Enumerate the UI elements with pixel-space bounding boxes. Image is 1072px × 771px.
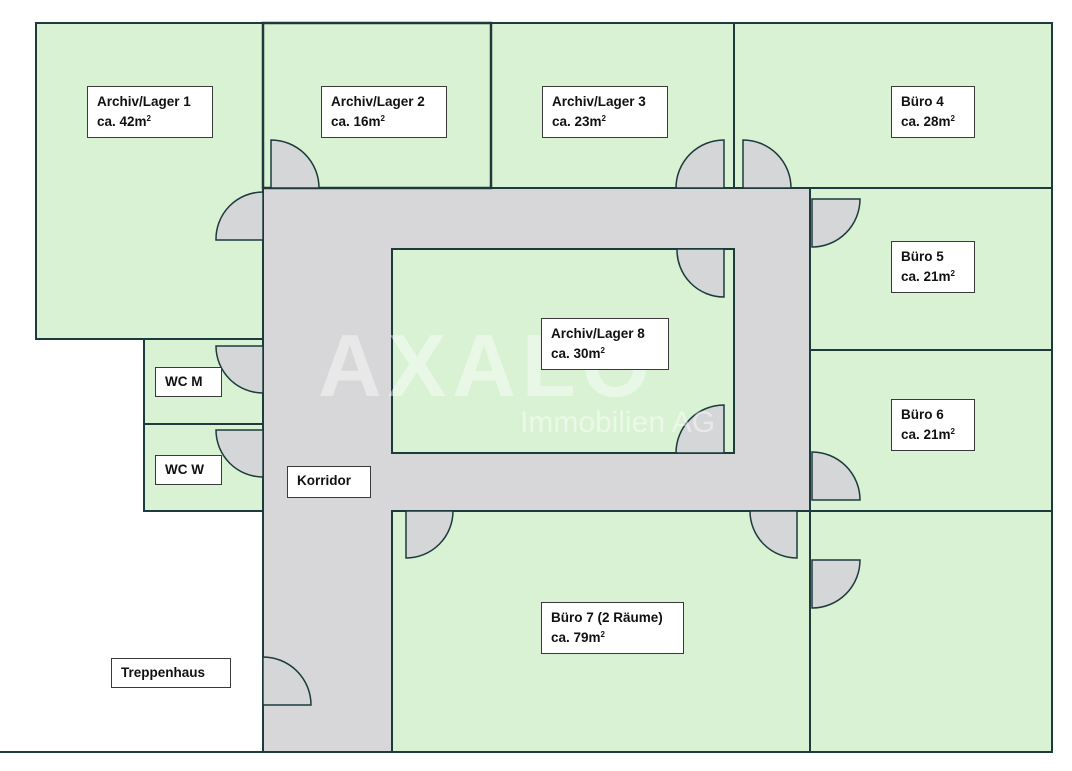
door-archiv-lager-1: [215, 191, 264, 241]
room-area: ca. 79m2: [551, 630, 605, 645]
room-name: WC W: [165, 462, 204, 477]
room-name: Archiv/Lager 8: [551, 326, 645, 341]
door-buero-4: [742, 139, 792, 189]
door-buero-7-left: [405, 510, 454, 559]
label-korridor: Korridor: [287, 466, 371, 498]
room-name: Archiv/Lager 1: [97, 94, 191, 109]
door-archiv-lager-8-bottom: [675, 404, 725, 454]
room-name: Büro 4: [901, 94, 944, 109]
room-name: Korridor: [297, 473, 351, 488]
room-name: Büro 5: [901, 249, 944, 264]
door-archiv-lager-3: [675, 139, 725, 189]
label-buero-4: Büro 4 ca. 28m2: [891, 86, 975, 138]
door-wc-w: [215, 429, 264, 478]
room-area: ca. 21m2: [901, 269, 955, 284]
room-area: ca. 21m2: [901, 427, 955, 442]
door-treppenhaus: [262, 656, 312, 706]
room-name: WC M: [165, 374, 203, 389]
archiv-lager-2-wall: [261, 21, 493, 190]
door-buero-7-center: [749, 510, 798, 559]
label-wc-w: WC W: [155, 455, 222, 485]
door-buero-6: [811, 451, 861, 501]
room-area: ca. 16m2: [331, 114, 385, 129]
room-area: ca. 42m2: [97, 114, 151, 129]
label-archiv-lager-3: Archiv/Lager 3 ca. 23m2: [542, 86, 668, 138]
label-buero-6: Büro 6 ca. 21m2: [891, 399, 975, 451]
label-wc-m: WC M: [155, 367, 222, 397]
room-name: Archiv/Lager 3: [552, 94, 646, 109]
watermark-tagline: Immobilien AG: [520, 406, 716, 439]
doors: [215, 139, 861, 706]
room-name: Büro 7 (2 Räume): [551, 610, 663, 625]
room-buero-7-right: [809, 510, 1053, 753]
door-archiv-lager-2: [270, 139, 320, 189]
room-area: ca. 30m2: [551, 346, 605, 361]
label-archiv-lager-2: Archiv/Lager 2 ca. 16m2: [321, 86, 447, 138]
room-area: ca. 28m2: [901, 114, 955, 129]
label-buero-7: Büro 7 (2 Räume) ca. 79m2: [541, 602, 684, 654]
room-name: Büro 6: [901, 407, 944, 422]
door-wc-m: [215, 345, 264, 394]
label-archiv-lager-8: Archiv/Lager 8 ca. 30m2: [541, 318, 669, 370]
room-name: Treppenhaus: [121, 665, 206, 680]
room-name: Archiv/Lager 2: [331, 94, 425, 109]
door-archiv-lager-8-top: [676, 248, 725, 298]
door-buero-5: [811, 198, 861, 248]
room-archiv-lager-1: [35, 22, 264, 340]
label-treppenhaus: Treppenhaus: [111, 658, 231, 688]
room-area: ca. 23m2: [552, 114, 606, 129]
label-buero-5: Büro 5 ca. 21m2: [891, 241, 975, 293]
label-archiv-lager-1: Archiv/Lager 1 ca. 42m2: [87, 86, 213, 138]
door-buero-7-right: [811, 559, 861, 609]
